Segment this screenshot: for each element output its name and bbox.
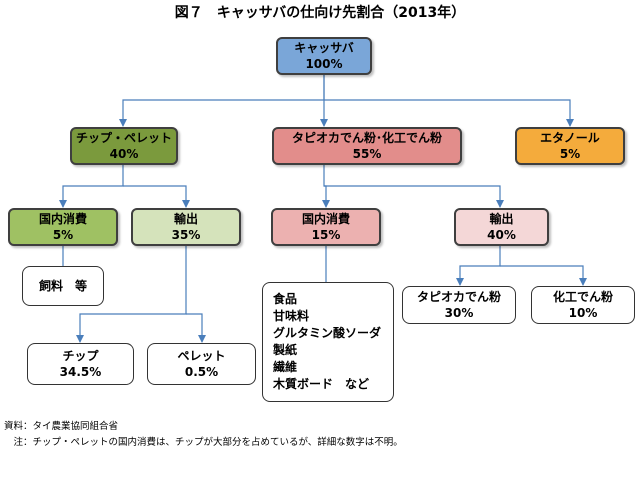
connector-cp-export-to-pellet xyxy=(186,313,206,343)
footnote: 注：チップ・ペレットの国内消費は、チップが大部分を占めているが、詳細な数字は不明… xyxy=(4,437,403,448)
connector-cp-export-to-chip xyxy=(76,246,187,343)
connector-cassava-to-ethanol xyxy=(324,99,574,127)
connector-tp-export-to-modified-starch xyxy=(500,265,587,286)
use-item: 繊維 xyxy=(273,360,298,374)
domestic-uses-box: 食品 甘味料 グルタミン酸ソーダ 製紙 繊維 木質ボード など xyxy=(262,282,394,402)
node-ethanol-label: エタノール xyxy=(540,131,600,145)
node-cp-domestic-value: 5% xyxy=(52,228,74,242)
node-tapioca-label: タピオカでん粉･化工でん粉 xyxy=(291,131,442,145)
node-chip-pellet-label: チップ・ペレット xyxy=(75,131,172,145)
node-cp-export-label: 輸出 xyxy=(173,212,198,226)
node-pellet: ペレット 0.5% xyxy=(147,343,256,385)
figure-title: 図７ キャッサバの仕向け先割合（2013年） xyxy=(174,5,466,21)
node-cassava-label: キャッサバ xyxy=(294,41,354,55)
node-feed: 飼料 等 xyxy=(22,266,104,306)
node-chip-pellet-value: 40% xyxy=(109,147,139,161)
use-item: 製紙 xyxy=(273,343,298,357)
node-cp-export-value: 35% xyxy=(171,228,201,242)
node-chip-label: チップ xyxy=(62,349,99,363)
node-tp-export-label: 輸出 xyxy=(489,212,514,226)
node-modified-starch-label: 化工でん粉 xyxy=(552,290,613,304)
node-chip-value: 34.5% xyxy=(59,365,102,379)
node-modified-starch: 化工でん粉 10% xyxy=(531,286,635,324)
node-tapioca-starch-label: タピオカでん粉 xyxy=(416,290,501,304)
node-tapioca-starch-value: 30% xyxy=(444,306,474,320)
use-item: グルタミン酸ソーダ xyxy=(273,326,382,340)
connector-chip-pellet-to-domestic xyxy=(59,165,124,208)
node-chip: チップ 34.5% xyxy=(27,343,134,385)
node-tp-export-value: 40% xyxy=(487,228,516,242)
node-tp-domestic-label: 国内消費 xyxy=(301,212,350,226)
node-tapioca-value: 55% xyxy=(352,147,382,161)
node-chip-pellet: チップ・ペレット 40% xyxy=(70,127,178,165)
connector-tapioca-to-export xyxy=(324,185,504,208)
node-cp-domestic: 国内消費 5% xyxy=(8,208,118,246)
node-tp-domestic-value: 15% xyxy=(311,228,341,242)
node-pellet-label: ペレット xyxy=(177,349,226,363)
node-modified-starch-value: 10% xyxy=(568,306,598,320)
node-feed-label: 飼料 等 xyxy=(38,279,87,293)
node-tapioca: タピオカでん粉･化工でん粉 55% xyxy=(272,127,462,165)
use-item: 木質ボード など xyxy=(273,377,370,391)
node-cp-export: 輸出 35% xyxy=(131,208,241,246)
node-cassava: キャッサバ 100% xyxy=(276,37,372,75)
node-tp-domestic: 国内消費 15% xyxy=(271,208,381,246)
node-tp-export: 輸出 40% xyxy=(454,208,549,246)
connector-chip-pellet-to-export xyxy=(123,185,190,208)
node-ethanol: エタノール 5% xyxy=(515,127,625,165)
connector-cassava-to-chip-pellet xyxy=(119,75,325,127)
node-cassava-value: 100% xyxy=(305,57,343,71)
use-item: 甘味料 xyxy=(273,309,310,323)
node-ethanol-value: 5% xyxy=(559,147,581,161)
node-tapioca-starch: タピオカでん粉 30% xyxy=(402,286,516,324)
connector-tp-export-to-tapioca-starch xyxy=(456,246,501,286)
node-pellet-value: 0.5% xyxy=(184,365,219,379)
use-item: 食品 xyxy=(273,292,298,306)
node-cp-domestic-label: 国内消費 xyxy=(38,212,87,226)
source-note: 資料：タイ農業協同組合省 xyxy=(4,421,119,432)
